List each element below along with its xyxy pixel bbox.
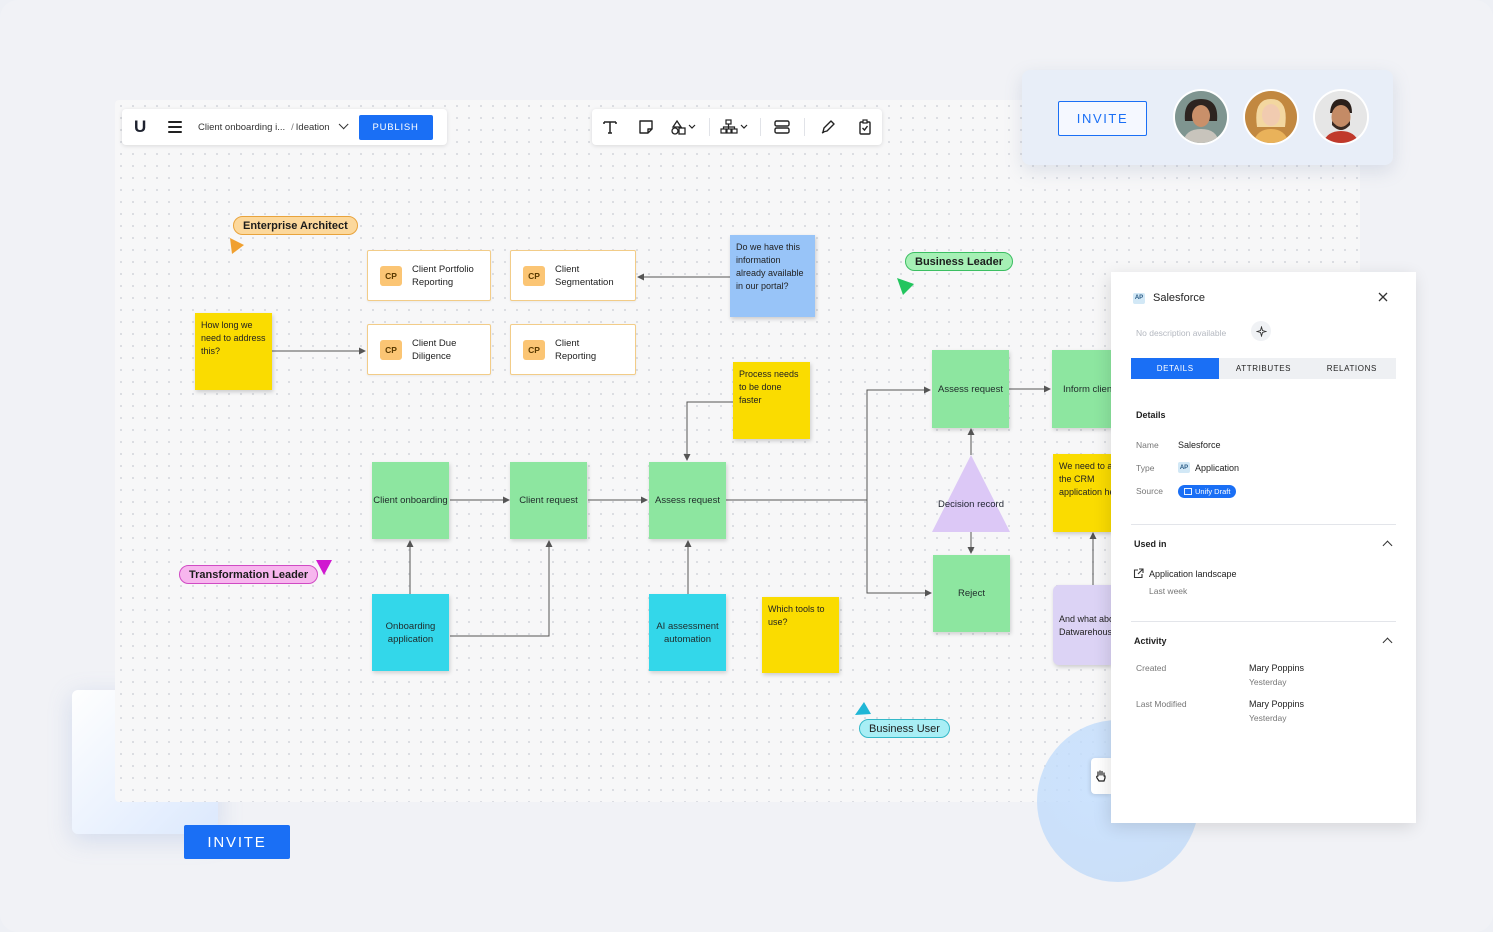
modified-label: Last Modified <box>1136 699 1187 709</box>
capability-badge: CP <box>380 339 402 360</box>
modified-time: Yesterday <box>1249 713 1287 723</box>
process-box[interactable]: Reject <box>933 555 1010 632</box>
process-box[interactable]: Assess request <box>932 350 1009 428</box>
capability-badge: CP <box>380 265 402 286</box>
collaborator-tag-enterprise-architect: Enterprise Architect <box>233 216 358 235</box>
field-label-type: Type <box>1136 463 1155 473</box>
source-icon <box>1184 488 1192 495</box>
shapes-icon[interactable] <box>670 117 698 137</box>
activity-heading: Activity <box>1134 636 1167 646</box>
process-box[interactable]: Onboarding application <box>372 594 449 671</box>
sticky-note[interactable]: We need to add the CRM application here <box>1053 454 1111 532</box>
source-value-text: Unify Draft <box>1195 487 1231 496</box>
publish-button[interactable]: PUBLISH <box>358 114 433 140</box>
panel-title: Salesforce <box>1153 292 1205 304</box>
application-type-icon: AP <box>1133 292 1145 304</box>
hand-icon <box>1096 770 1106 782</box>
collaborator-tag-business-user: Business User <box>859 719 950 738</box>
pen-icon[interactable] <box>818 117 838 137</box>
breadcrumb-view[interactable]: Ideation <box>295 121 330 133</box>
avatar[interactable] <box>1175 91 1227 143</box>
drawing-toolbar <box>592 109 882 145</box>
layers-icon[interactable] <box>772 117 792 137</box>
sticky-note[interactable]: Which tools to use? <box>762 597 839 673</box>
hierarchy-icon[interactable] <box>720 117 750 137</box>
breadcrumb[interactable]: Client onboarding i... /Ideation <box>198 118 349 133</box>
field-label-name: Name <box>1136 440 1159 450</box>
type-value-text: Application <box>1195 462 1240 473</box>
avatar[interactable] <box>1315 91 1367 143</box>
used-in-heading: Used in <box>1134 539 1167 549</box>
close-icon[interactable] <box>1376 290 1390 304</box>
sticky-note[interactable]: Process needs to be done faster <box>733 362 810 439</box>
sticky-text: We need to add the CRM application here <box>1059 461 1111 497</box>
app-logo[interactable]: U <box>134 117 147 136</box>
avatar[interactable] <box>1245 91 1297 143</box>
modified-by: Mary Poppins <box>1249 699 1305 709</box>
details-heading: Details <box>1136 410 1166 420</box>
tab-relations[interactable]: RELATIONS <box>1326 364 1377 373</box>
created-label: Created <box>1136 663 1167 673</box>
created-time: Yesterday <box>1249 677 1287 687</box>
collaborator-tag-transformation-leader: Transformation Leader <box>179 565 319 584</box>
field-label-source: Source <box>1136 486 1163 496</box>
text-icon[interactable] <box>600 117 620 137</box>
collaborator-tag-business-leader: Business Leader <box>905 252 1014 271</box>
tab-attributes[interactable]: ATTRIBUTES <box>1235 364 1292 373</box>
sticky-note[interactable]: How long we need to address this? <box>195 313 272 390</box>
process-box[interactable]: Inform client <box>1052 350 1111 428</box>
capability-badge: CP <box>523 265 545 286</box>
sticky-text: And what about Datwarehouse <box>1059 614 1111 637</box>
capability-badge: CP <box>523 339 545 360</box>
decision-label: Decision record <box>938 499 1004 510</box>
application-type-icon: AP <box>1178 462 1190 473</box>
panel-tabs: DETAILS ATTRIBUTES RELATIONS <box>1131 358 1396 379</box>
used-in-item[interactable]: Application landscape <box>1133 568 1237 579</box>
field-value-name: Salesforce <box>1178 440 1221 450</box>
created-by: Mary Poppins <box>1249 663 1305 673</box>
hand-tool-button[interactable] <box>1091 758 1111 794</box>
invite-button[interactable]: INVITE <box>1058 101 1147 136</box>
panel-header: AP Salesforce <box>1133 292 1205 304</box>
board-toolbar: U Client onboarding i... /Ideation PUBLIS… <box>122 109 447 145</box>
chevron-up-icon[interactable] <box>1382 540 1393 551</box>
process-box[interactable]: Client onboarding <box>372 462 449 539</box>
process-box[interactable]: Assess request <box>649 462 726 539</box>
invite-button-primary[interactable]: INVITE <box>184 825 290 859</box>
external-link-icon <box>1133 568 1144 579</box>
field-value-source[interactable]: Unify Draft <box>1178 485 1237 498</box>
breadcrumb-board[interactable]: Client onboarding i... <box>198 121 286 133</box>
description-text[interactable]: No description available <box>1136 328 1227 338</box>
field-value-type: AP Application <box>1178 462 1239 473</box>
clipboard-icon[interactable] <box>855 117 875 137</box>
used-in-time: Last week <box>1149 586 1188 596</box>
ai-sparkle-icon[interactable] <box>1251 321 1271 341</box>
process-box[interactable]: AI assessment automation <box>649 594 726 671</box>
chevron-down-icon[interactable] <box>338 118 349 129</box>
collaborators-panel: INVITE <box>1022 70 1393 165</box>
tab-details[interactable]: DETAILS <box>1131 358 1220 379</box>
decision-shape[interactable] <box>931 455 1011 533</box>
sticky-note-icon[interactable] <box>636 117 656 137</box>
breadcrumb-separator: / <box>291 121 294 133</box>
process-box[interactable]: Client request <box>510 462 587 539</box>
sticky-note[interactable]: Do we have this information already avai… <box>730 235 815 317</box>
chevron-up-icon[interactable] <box>1382 637 1393 648</box>
sticky-note[interactable]: And what about Datwarehouse <box>1053 585 1111 665</box>
element-details-panel: AP Salesforce No description available D… <box>1111 272 1416 823</box>
menu-icon[interactable] <box>168 121 182 133</box>
used-in-item-label: Application landscape <box>1149 568 1237 579</box>
